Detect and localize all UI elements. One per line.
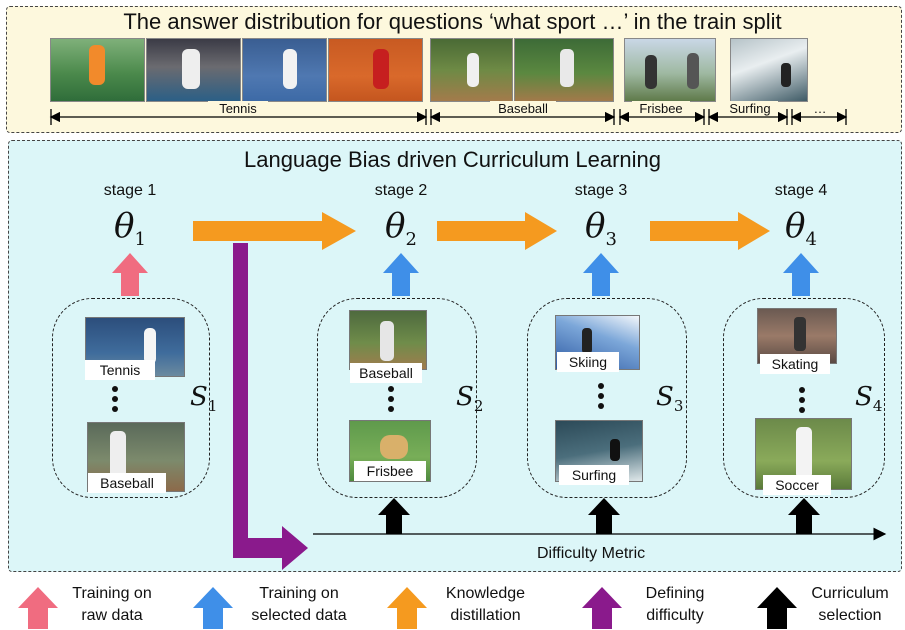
baseball-photo [514,38,614,102]
set-2-top-label: Baseball [350,363,422,383]
black-arrow-icon [788,498,820,534]
subset-s2 [317,298,477,498]
category-label-tennis: Tennis [208,101,268,116]
stage-2-label: stage 2 [374,182,428,199]
tennis-photo [50,38,145,102]
black-arrow-icon [588,498,620,534]
tennis-photo [242,38,327,102]
theta-4: θ4 [785,206,817,250]
category-label-baseball: Baseball [490,101,556,116]
set-2-name: S2 [456,382,484,416]
distribution-title: The answer distribution for questions ‘w… [123,9,782,34]
theta-3: θ3 [585,206,617,250]
tennis-thumbnail [85,317,185,377]
set-4-bottom-label: Soccer [763,475,831,495]
orange-arrow-icon [650,212,770,250]
legend-icons [18,587,797,629]
pink-arrow-icon [18,587,58,629]
blue-arrow-icon [383,253,419,296]
difficulty-metric-label: Difficulty Metric [537,545,646,562]
ellipsis-dots [596,383,606,413]
baseball-photo [430,38,513,102]
frisbee-photo [624,38,716,102]
subset-s1 [52,298,210,498]
theta-1: θ1 [114,206,146,250]
set-1-bottom-label: Baseball [88,473,166,493]
purple-arrow-icon [233,243,308,570]
curriculum-title: Language Bias driven Curriculum Learning [243,147,662,172]
baseball-thumbnail [349,310,427,370]
stage-3-label: stage 3 [574,182,628,199]
tennis-photo [328,38,423,102]
stage-1-label: stage 1 [103,182,157,199]
set-3-name: S3 [656,382,684,416]
purple-arrow-icon [582,587,622,629]
subset-s4 [723,298,885,498]
black-arrow-icon [378,498,410,534]
black-arrow-icon [757,587,797,629]
set-1-name: S1 [190,382,218,416]
orange-arrow-icon [193,212,356,250]
ellipsis-dots [386,386,396,416]
blue-arrow-icon [783,253,819,296]
subset-s3 [527,298,687,498]
set-1-top-label: Tennis [85,360,155,380]
blue-arrow-icon [583,253,619,296]
theta-2: θ2 [385,206,417,250]
tennis-photo [146,38,241,102]
stage-4-label: stage 4 [774,182,828,199]
category-label-surfing: Surfing [722,101,778,116]
set-3-top-label: Skiing [557,352,619,372]
category-label-frisbee: Frisbee [632,101,690,116]
set-3-bottom-label: Surfing [559,465,629,485]
set-4-top-label: Skating [760,354,830,374]
orange-arrow-icon [437,212,557,250]
pink-arrow-icon [112,253,148,296]
ellipsis-dots [797,387,807,417]
distribution-span-arrows [49,109,848,125]
blue-arrow-icon [193,587,233,629]
set-4-name: S4 [855,382,883,416]
orange-arrow-icon [387,587,427,629]
category-label-more: … [808,101,832,116]
ellipsis-dots [110,386,120,416]
set-2-bottom-label: Frisbee [354,461,426,481]
surfing-photo [730,38,808,102]
